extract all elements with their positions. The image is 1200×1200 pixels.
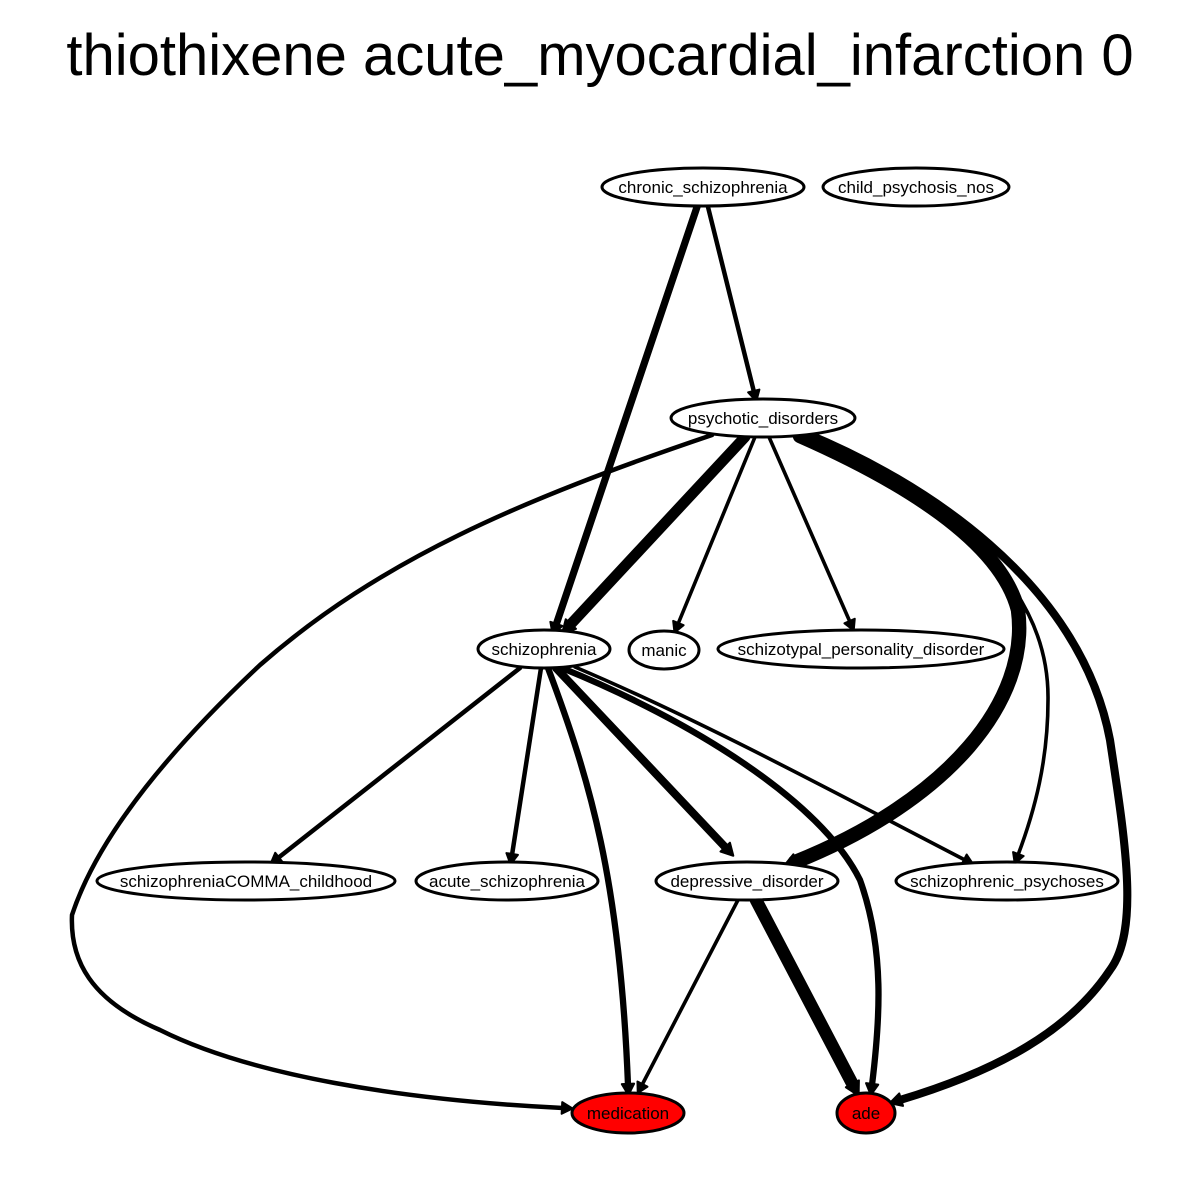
node-ellipse [835, 1091, 897, 1135]
edge-line [552, 203, 701, 629]
node-ellipse [627, 629, 701, 671]
edge-schizophrenia-to-schizophreniaCOMMA_childhood [269, 665, 523, 865]
edge-line [275, 665, 523, 861]
node-label: schizophreniaCOMMA_childhood [120, 872, 372, 891]
edge-psychotic_disorders-to-schizotypal_personality_disorder [767, 435, 856, 632]
edge-psychotic_disorders-to-ade [800, 428, 1132, 1107]
edge-schizophrenia-to-ade [558, 664, 882, 1097]
arrowhead-icon [843, 617, 856, 632]
edge-line [767, 435, 852, 624]
node-ellipse [669, 397, 857, 439]
node-manic[interactable]: manic [627, 629, 701, 671]
node-label: manic [641, 641, 687, 660]
edge-line [640, 898, 740, 1087]
edge-chronic_schizophrenia-to-psychotic_disorders [705, 204, 761, 403]
node-ellipse [570, 1091, 686, 1135]
node-psychotic_disorders[interactable]: psychotic_disorders [669, 397, 857, 439]
arrowhead-icon [844, 1079, 860, 1097]
edge-line [564, 431, 751, 631]
node-label: ade [852, 1104, 880, 1123]
arrowhead-icon [560, 1101, 574, 1115]
node-label: child_psychosis_nos [838, 178, 994, 197]
node-ellipse [716, 628, 1006, 670]
node-schizotypal_personality_disorder[interactable]: schizotypal_personality_disorder [716, 628, 1006, 670]
node-chronic_schizophrenia[interactable]: chronic_schizophrenia [600, 166, 806, 208]
edge-schizophrenia-to-schizophrenic_psychoses [573, 665, 975, 866]
node-ellipse [95, 860, 397, 902]
node-depressive_disorder[interactable]: depressive_disorder [654, 860, 840, 902]
node-label: medication [587, 1104, 669, 1123]
node-ellipse [654, 860, 840, 902]
edge-line [509, 665, 544, 858]
node-label: chronic_schizophrenia [618, 178, 788, 197]
edge-psychotic_disorders-to-medication [69, 432, 715, 1115]
arrowhead-icon [865, 1082, 880, 1097]
nodes-layer: chronic_schizophrenia child_psychosis_nos… [95, 166, 1120, 1135]
edge-line [705, 204, 757, 395]
node-ellipse [476, 628, 612, 670]
arrowhead-icon [620, 1082, 636, 1097]
edge-depressive_disorder-to-medication [636, 898, 740, 1095]
node-label: acute_schizophrenia [429, 872, 585, 891]
node-medication[interactable]: medication [570, 1091, 686, 1135]
node-ellipse [894, 860, 1120, 902]
edge-line [551, 663, 731, 853]
edge-line [749, 893, 860, 1092]
edges-layer [69, 203, 1132, 1115]
edge-schizophrenia-to-depressive_disorder [551, 663, 735, 857]
edge-line [544, 664, 632, 1089]
edge-line [558, 664, 882, 1089]
node-schizophrenic_psychoses[interactable]: schizophrenic_psychoses [894, 860, 1120, 902]
edge-line [69, 432, 715, 1111]
node-ellipse [600, 166, 806, 208]
node-ade[interactable]: ade [835, 1091, 897, 1135]
node-label: depressive_disorder [670, 872, 823, 891]
node-schizophreniaCOMMA_childhood[interactable]: schizophreniaCOMMA_childhood [95, 860, 397, 902]
node-label: psychotic_disorders [688, 409, 838, 428]
graph-title: thiothixene acute_myocardial_infarction … [66, 23, 1134, 88]
arrowhead-icon [505, 852, 519, 866]
edge-depressive_disorder-to-ade [749, 893, 860, 1097]
arrowhead-icon [888, 1092, 905, 1107]
arrowhead-icon [636, 1080, 649, 1095]
edge-schizophrenia-to-acute_schizophrenia [505, 665, 544, 866]
edge-schizophrenia-to-medication [544, 664, 636, 1097]
edge-line [573, 665, 967, 862]
edge-line [793, 432, 1050, 857]
arrowhead-icon [672, 619, 685, 634]
edge-line [800, 428, 1132, 1105]
node-child_psychosis_nos[interactable]: child_psychosis_nos [821, 166, 1011, 208]
edge-line [676, 435, 757, 626]
node-label: schizophrenic_psychoses [910, 872, 1104, 891]
arrowhead-icon [719, 841, 735, 857]
node-acute_schizophrenia[interactable]: acute_schizophrenia [414, 860, 600, 902]
node-label: schizophrenia [492, 640, 597, 659]
node-ellipse [821, 166, 1011, 208]
node-label: schizotypal_personality_disorder [738, 640, 985, 659]
edge-psychotic_disorders-to-manic [672, 435, 757, 634]
node-ellipse [414, 860, 600, 902]
node-schizophrenia[interactable]: schizophrenia [476, 628, 612, 670]
